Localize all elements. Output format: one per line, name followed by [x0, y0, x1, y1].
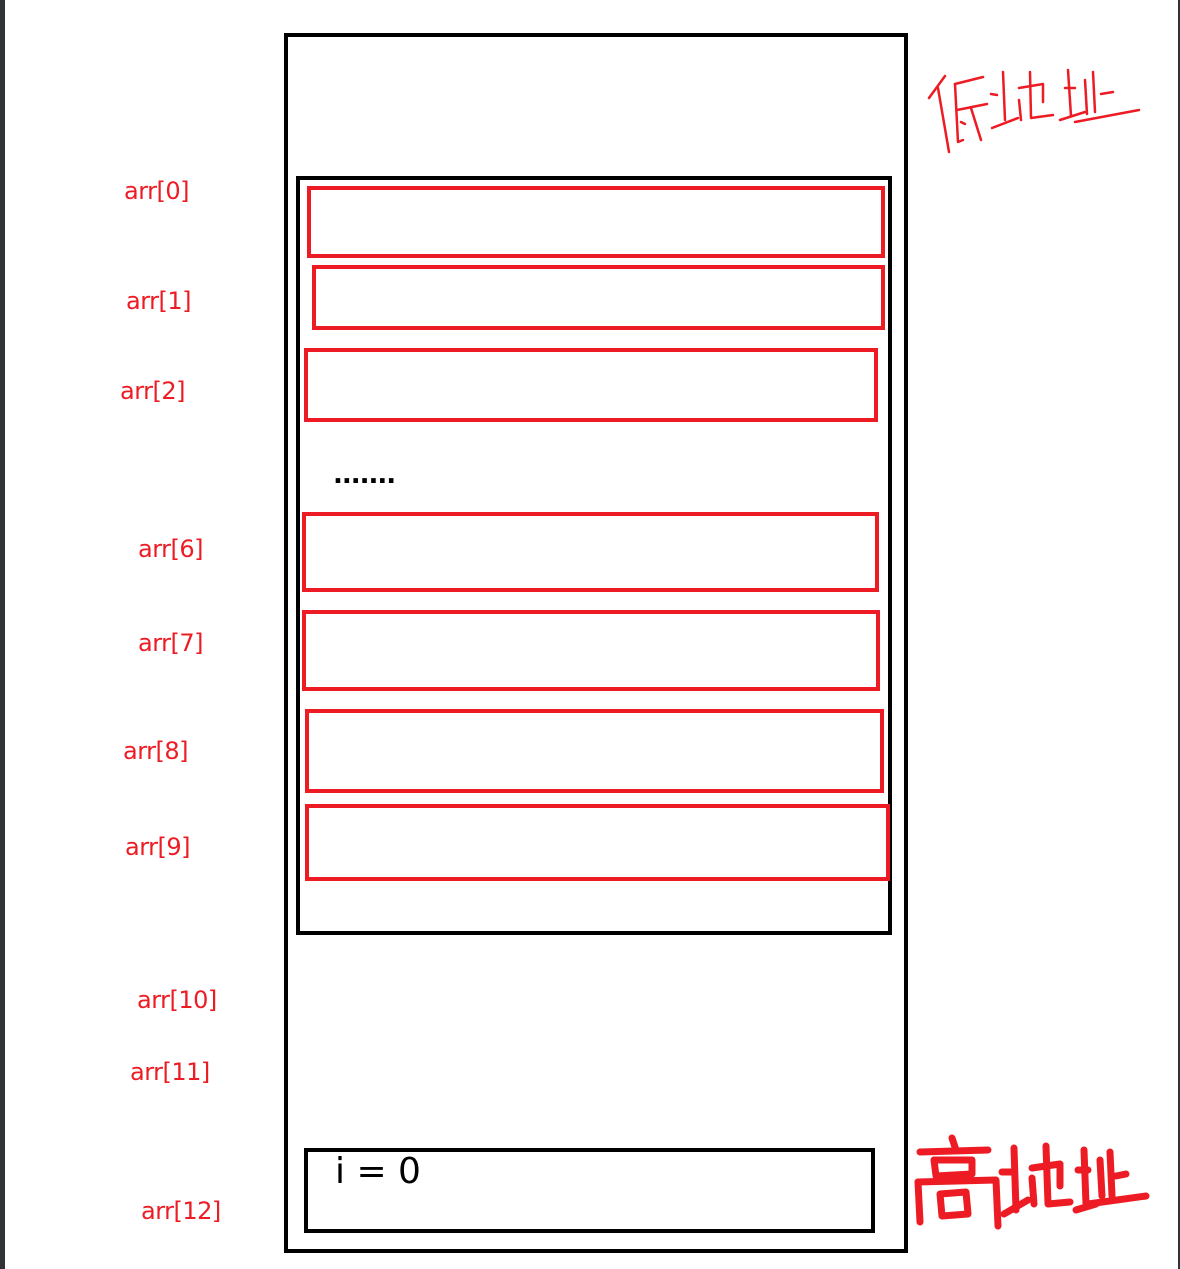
- variable-i-text: i = 0: [335, 1151, 421, 1192]
- array-index-label: arr[6]: [138, 535, 204, 563]
- array-cell-arr6: [302, 512, 879, 592]
- array-index-label: arr[2]: [120, 377, 186, 405]
- array-cell-arr1: [312, 265, 885, 330]
- array-memory-box: [296, 176, 892, 935]
- array-index-label: arr[11]: [130, 1058, 210, 1086]
- array-index-label: arr[0]: [124, 177, 190, 205]
- array-cell-arr7: [302, 610, 880, 691]
- array-index-label: arr[10]: [137, 986, 217, 1014]
- low-address-annotation: 低地址: [927, 68, 1141, 154]
- array-cell-arr0: [307, 186, 885, 258]
- array-index-label: arr[8]: [123, 737, 189, 765]
- array-cell-arr2: [304, 348, 878, 422]
- array-index-label: arr[1]: [126, 287, 192, 315]
- array-cell-arr9: [305, 804, 890, 881]
- array-cell-arr8: [305, 709, 884, 793]
- window-frame-left: [0, 0, 5, 1269]
- stack-frame-box: [284, 33, 908, 1253]
- array-index-label: arr[9]: [125, 833, 191, 861]
- high-address-annotation: 高地址: [914, 1134, 1150, 1230]
- variable-i-cell: [304, 1148, 875, 1233]
- ellipsis: .......: [333, 460, 396, 490]
- array-index-label: arr[12]: [141, 1197, 221, 1225]
- array-index-label: arr[7]: [138, 629, 204, 657]
- window-frame-right: [1178, 0, 1180, 1269]
